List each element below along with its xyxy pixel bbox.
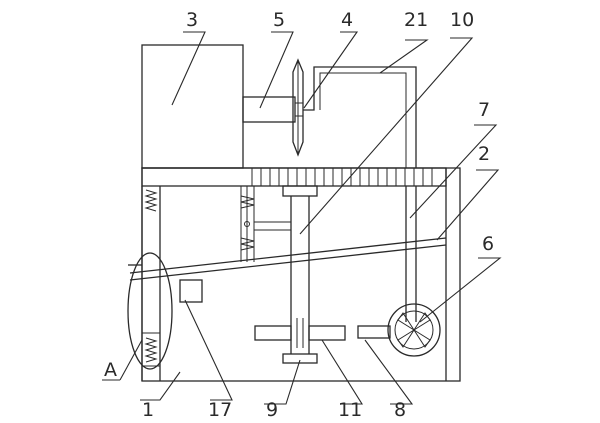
leader-lines bbox=[102, 31, 502, 405]
fan-wheel-outer bbox=[387, 303, 441, 357]
shaft-top-plate bbox=[282, 185, 318, 197]
label-2: 2 bbox=[478, 143, 490, 165]
mid-spring-upper bbox=[240, 195, 255, 209]
mid-pivot bbox=[244, 221, 250, 227]
shaft-stub bbox=[294, 102, 304, 117]
lower-left-spring bbox=[144, 337, 158, 363]
label-17: 17 bbox=[208, 399, 232, 421]
shaft-base-plate bbox=[282, 353, 318, 364]
label-10: 10 bbox=[450, 9, 474, 31]
label-3: 3 bbox=[186, 9, 198, 31]
gear-rack bbox=[141, 167, 447, 187]
inclined-plate-bottom bbox=[129, 244, 447, 281]
label-21: 21 bbox=[404, 9, 428, 31]
label-1: 1 bbox=[142, 399, 154, 421]
label-9: 9 bbox=[266, 399, 278, 421]
support-arm-inner bbox=[319, 72, 407, 168]
coupling-block bbox=[242, 96, 296, 123]
gear-rack-teeth bbox=[251, 168, 433, 186]
inclined-plate-top bbox=[129, 237, 447, 274]
label-a: A bbox=[104, 359, 117, 381]
label-7: 7 bbox=[478, 99, 490, 121]
label-11: 11 bbox=[338, 399, 362, 421]
mid-spring-lower bbox=[240, 237, 255, 251]
label-5: 5 bbox=[273, 9, 285, 31]
outlet-pipe bbox=[357, 325, 391, 339]
stirring-paddle-right bbox=[308, 325, 346, 341]
detail-circle-a bbox=[127, 252, 173, 370]
motor-housing bbox=[141, 44, 244, 169]
label-6: 6 bbox=[482, 233, 494, 255]
clamp-block bbox=[179, 279, 203, 303]
label-4: 4 bbox=[341, 9, 353, 31]
stirring-paddle-left bbox=[254, 325, 292, 341]
upper-left-spring bbox=[144, 189, 158, 212]
label-8: 8 bbox=[394, 399, 406, 421]
support-arm bbox=[303, 66, 417, 168]
fan-wheel-inner bbox=[394, 310, 434, 350]
